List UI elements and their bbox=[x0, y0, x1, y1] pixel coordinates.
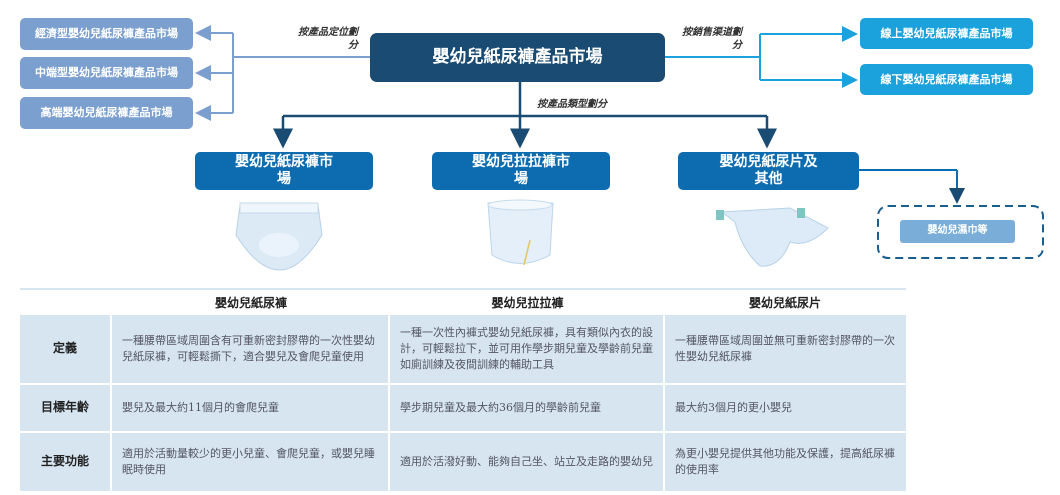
main-market-box: 嬰幼兒紙尿褲產品市場 bbox=[370, 33, 665, 82]
table-cell: 適用於活潑好動、能夠自己坐、站立及走路的嬰幼兒 bbox=[390, 433, 663, 491]
positioning-label: 按產品定位劃分 bbox=[298, 27, 358, 51]
others-connector bbox=[859, 169, 965, 204]
table-cell: 最大約3個月的更小嬰兒 bbox=[665, 385, 906, 431]
channel-label: 按銷售渠道劃分 bbox=[682, 27, 742, 51]
pull-up-image bbox=[487, 199, 554, 266]
table-cell: 一種一次性內褲式嬰幼兒紙尿褲，具有類似內衣的設計，可輕鬆拉下，並可用作學步期兒童… bbox=[390, 315, 663, 383]
table-header: 嬰幼兒拉拉褲 bbox=[491, 295, 564, 310]
table-cell: 適用於活動量較少的更小兒童、會爬兒童，或嬰兒睡眠時使用 bbox=[112, 433, 388, 491]
type-connector bbox=[273, 82, 777, 149]
others-dashed-frame bbox=[877, 205, 1044, 259]
positioning-market-midrange: 中端型嬰幼兒紙尿褲產品市場 bbox=[20, 57, 193, 89]
channel-connector bbox=[665, 26, 858, 88]
diaper-image bbox=[235, 202, 323, 271]
diaper-tab-image bbox=[716, 207, 829, 267]
type-label: 按產品類型劃分 bbox=[537, 99, 607, 110]
table-header: 嬰幼兒紙尿褲 bbox=[214, 295, 287, 310]
table-cell: 學步期兒童及最大約36個月的學齡前兒童 bbox=[390, 385, 663, 431]
positioning-connector bbox=[195, 25, 370, 121]
row-label: 目標年齡 bbox=[20, 385, 110, 431]
type-market-pullups: 嬰幼兒拉拉褲市場 bbox=[432, 152, 610, 190]
channel-market-offline: 線下嬰幼兒紙尿褲產品市場 bbox=[860, 64, 1033, 95]
table-cell: 一種腰帶區域周圍含有可重新密封膠帶的一次性嬰幼兒紙尿褲，可輕鬆撕下，適合嬰兒及會… bbox=[112, 315, 388, 383]
row-label: 主要功能 bbox=[20, 433, 110, 491]
type-market-diapers: 嬰幼兒紙尿褲市場 bbox=[195, 152, 373, 190]
table-header: 嬰幼兒紙尿片 bbox=[748, 295, 821, 310]
others-box: 嬰幼兒濕巾等 bbox=[900, 220, 1015, 243]
table-cell: 嬰兒及最大約11個月的會爬兒童 bbox=[112, 385, 388, 431]
table-cell: 為更小嬰兒提供其他功能及保護，提高紙尿褲的使用率 bbox=[665, 433, 906, 491]
type-market-nappies: 嬰幼兒紙尿片及其他 bbox=[678, 152, 859, 190]
positioning-market-economy: 經濟型嬰幼兒紙尿褲產品市場 bbox=[20, 18, 193, 50]
channel-market-online: 線上嬰幼兒紙尿褲產品市場 bbox=[860, 18, 1033, 49]
table-cell: 一種腰帶區域周圍並無可重新密封膠帶的一次性嬰幼兒紙尿褲 bbox=[665, 315, 906, 383]
row-label: 定義 bbox=[20, 315, 110, 383]
positioning-market-premium: 高端嬰幼兒紙尿褲產品市場 bbox=[20, 97, 193, 129]
